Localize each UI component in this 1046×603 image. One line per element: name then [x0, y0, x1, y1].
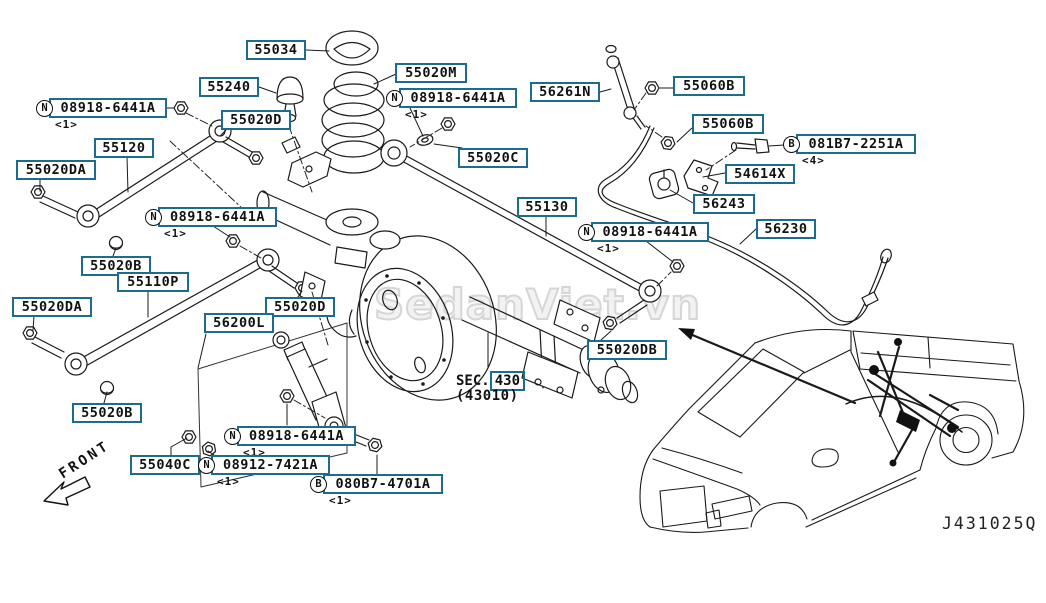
rear-axle [256, 136, 639, 404]
part-label-55110P: 55110P [117, 272, 189, 292]
part-label-54614X: 54614X [725, 164, 795, 184]
part-label-55060B: 55060B [673, 76, 745, 96]
part-number-box: 55020M [395, 63, 467, 83]
shock-absorber [181, 322, 384, 488]
part-number-box: 55060B [673, 76, 745, 96]
fastener-prefix-circle-N: N [36, 100, 53, 117]
part-number-box: 55020B [72, 403, 142, 423]
part-label-55040C: 55040C [130, 455, 200, 475]
lower-link [22, 234, 310, 396]
part-label-55020B: 55020B [81, 256, 151, 276]
part-number-box: 56200L [204, 313, 274, 333]
part-number-box: 55020D [265, 297, 335, 317]
part-number-box: 54614X [725, 164, 795, 184]
part-number-box: 55020D [221, 110, 291, 130]
part-number-box: 08912-7421A [211, 455, 330, 475]
part-number-box: 55020DA [12, 297, 92, 317]
pointer-arrow [678, 328, 857, 405]
panhard-rod [380, 139, 685, 331]
quantity-marker: <1> [405, 108, 428, 121]
part-label-55034: 55034 [246, 40, 306, 60]
fastener-prefix-circle-B: B [783, 136, 800, 153]
quantity-marker: <1> [164, 227, 187, 240]
quantity-marker: <1> [217, 475, 240, 488]
part-number-box: 56261N [530, 82, 600, 102]
part-number-box: 56230 [756, 219, 816, 239]
part-label-56261N: 56261N [530, 82, 600, 102]
part-label-55020DA: 55020DA [12, 297, 92, 317]
section-prefix: SEC. [456, 373, 490, 389]
part-number-box: 55020DB [587, 340, 667, 360]
leader-lines [32, 49, 785, 475]
part-number-box: 55120 [94, 138, 154, 158]
fastener-prefix-circle-B: B [310, 476, 327, 493]
part-number-box: 55240 [199, 77, 259, 97]
section-number-box: 430 [489, 371, 526, 391]
pickup-truck [639, 329, 1025, 533]
part-label-55120: 55120 [94, 138, 154, 158]
part-number-box: 08918-6441A [591, 222, 709, 242]
part-number-box: 08918-6441A [158, 207, 277, 227]
dash-lines [169, 92, 737, 419]
part-number-box: 55020DA [16, 160, 96, 180]
quantity-marker: <1> [55, 118, 78, 131]
part-label-55020DB: 55020DB [587, 340, 667, 360]
fastener-prefix-circle-N: N [224, 428, 241, 445]
section-reference: SEC.430 (43010) [456, 371, 526, 404]
stabilizer [597, 44, 892, 326]
fastener-prefix-circle-N: N [386, 90, 403, 107]
part-number-box: 55060B [692, 114, 764, 134]
part-number-box: 081B7-2251A [796, 134, 916, 154]
part-number-box: 08918-6441A [237, 426, 356, 446]
part-label-56200L: 56200L [204, 313, 274, 333]
quantity-marker: <1> [597, 242, 620, 255]
part-number-box: 55020C [458, 148, 528, 168]
quantity-marker: <4> [802, 154, 825, 167]
diagram-code: J431025Q [942, 514, 1038, 533]
part-label-55130: 55130 [517, 197, 577, 217]
part-number-box: 55130 [517, 197, 577, 217]
part-number-box: 55110P [117, 272, 189, 292]
section-subcode: (43010) [456, 388, 519, 404]
part-label-55240: 55240 [199, 77, 259, 97]
part-number-box: 55020B [81, 256, 151, 276]
part-label-56230: 56230 [756, 219, 816, 239]
fastener-prefix-circle-N: N [145, 209, 162, 226]
part-number-box: 08918-6441A [49, 98, 167, 118]
part-label-55020DA: 55020DA [16, 160, 96, 180]
part-number-box: 55034 [246, 40, 306, 60]
part-label-55020B: 55020B [72, 403, 142, 423]
part-label-55020D: 55020D [265, 297, 335, 317]
part-number-box: 08918-6441A [399, 88, 517, 108]
part-number-box: 080B7-4701A [323, 474, 443, 494]
part-label-55020D: 55020D [221, 110, 291, 130]
part-number-box: 56243 [693, 194, 755, 214]
fastener-prefix-circle-N: N [578, 224, 595, 241]
fastener-prefix-circle-N: N [198, 457, 215, 474]
part-label-55060B: 55060B [692, 114, 764, 134]
part-number-box: 55040C [130, 455, 200, 475]
part-label-56243: 56243 [693, 194, 755, 214]
part-label-55020M: 55020M [395, 63, 467, 83]
quantity-marker: <1> [329, 494, 352, 507]
front-arrow [43, 476, 91, 506]
part-label-55020C: 55020C [458, 148, 528, 168]
upper-link [30, 101, 264, 251]
